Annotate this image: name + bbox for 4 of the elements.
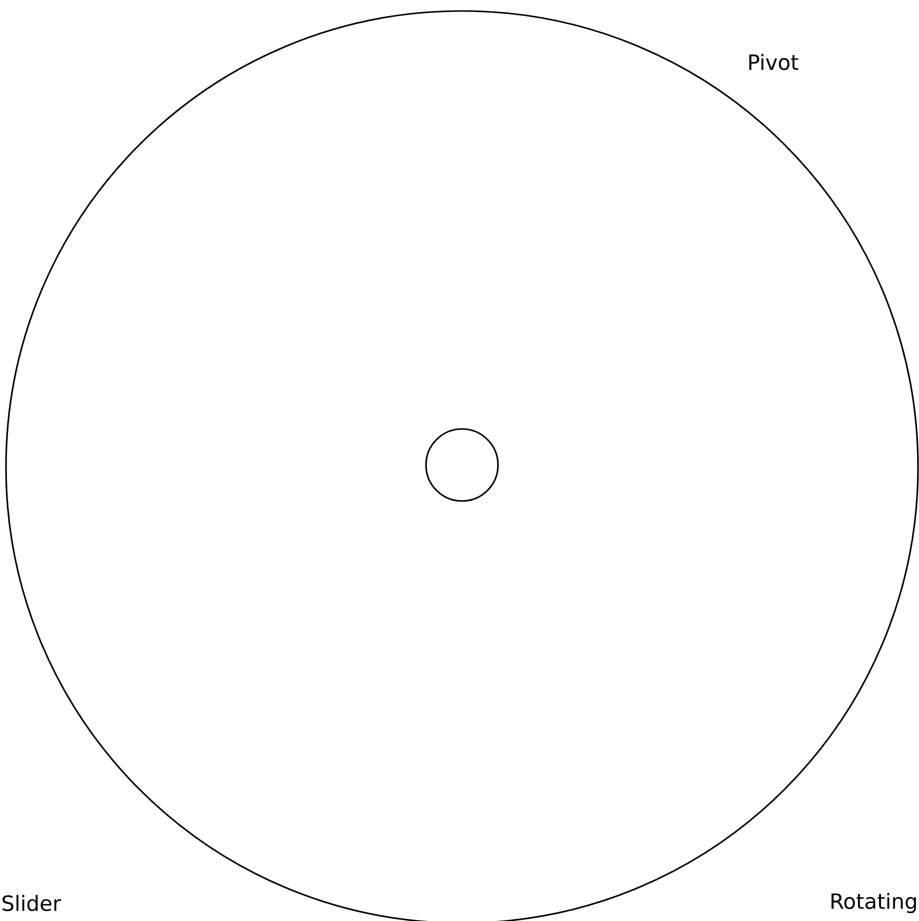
part-label: Pivot xyxy=(749,54,798,70)
part-label: Rotating xyxy=(832,892,916,914)
part-label: Slider xyxy=(2,894,62,912)
inner-circle xyxy=(425,428,499,502)
